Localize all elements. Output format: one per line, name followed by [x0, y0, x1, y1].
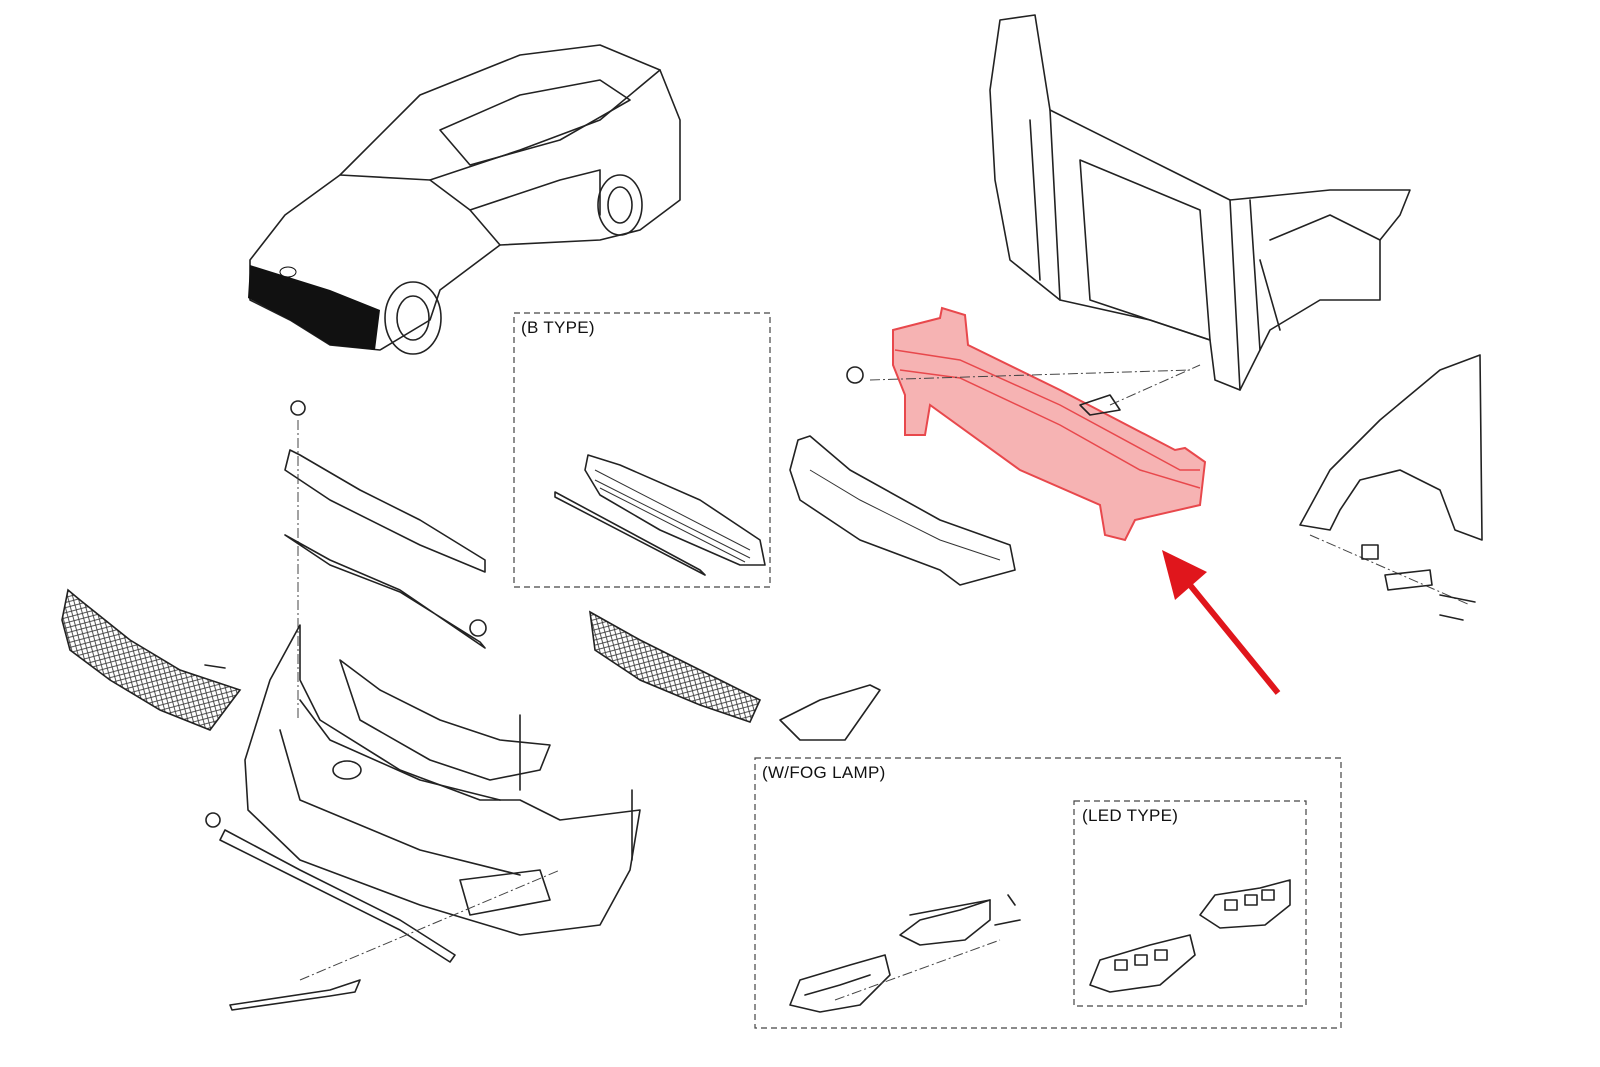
vehicle-overview [248, 44, 681, 355]
front-bumper-reinforcement-beam [846, 306, 1207, 542]
b-type-label: (B TYPE) [521, 318, 595, 337]
lower-grille [588, 610, 762, 723]
fog-lamp-cover [779, 684, 881, 741]
led-type-group-box [1073, 800, 1307, 1007]
bracket [1079, 394, 1121, 416]
screw [204, 664, 226, 669]
led-type-label: (LED TYPE) [1082, 806, 1179, 825]
energy-absorber [789, 435, 1016, 586]
fog-lamp-label: (W/FOG LAMP) [762, 763, 886, 782]
radiator-support-panel [989, 14, 1411, 391]
radiator-grille [61, 588, 242, 731]
b-type-group-box [513, 312, 771, 588]
red-arrow-icon [1162, 550, 1281, 695]
front-fender [1299, 354, 1483, 621]
front-bumper-cover [205, 624, 641, 1011]
led-fog-lamp-assemblies [1089, 879, 1291, 993]
fog-lamp-group-box [754, 757, 1342, 1029]
upper-bumper-bracket [284, 400, 487, 720]
b-type-grille [554, 454, 766, 576]
fog-lamp-assemblies [789, 894, 1021, 1013]
